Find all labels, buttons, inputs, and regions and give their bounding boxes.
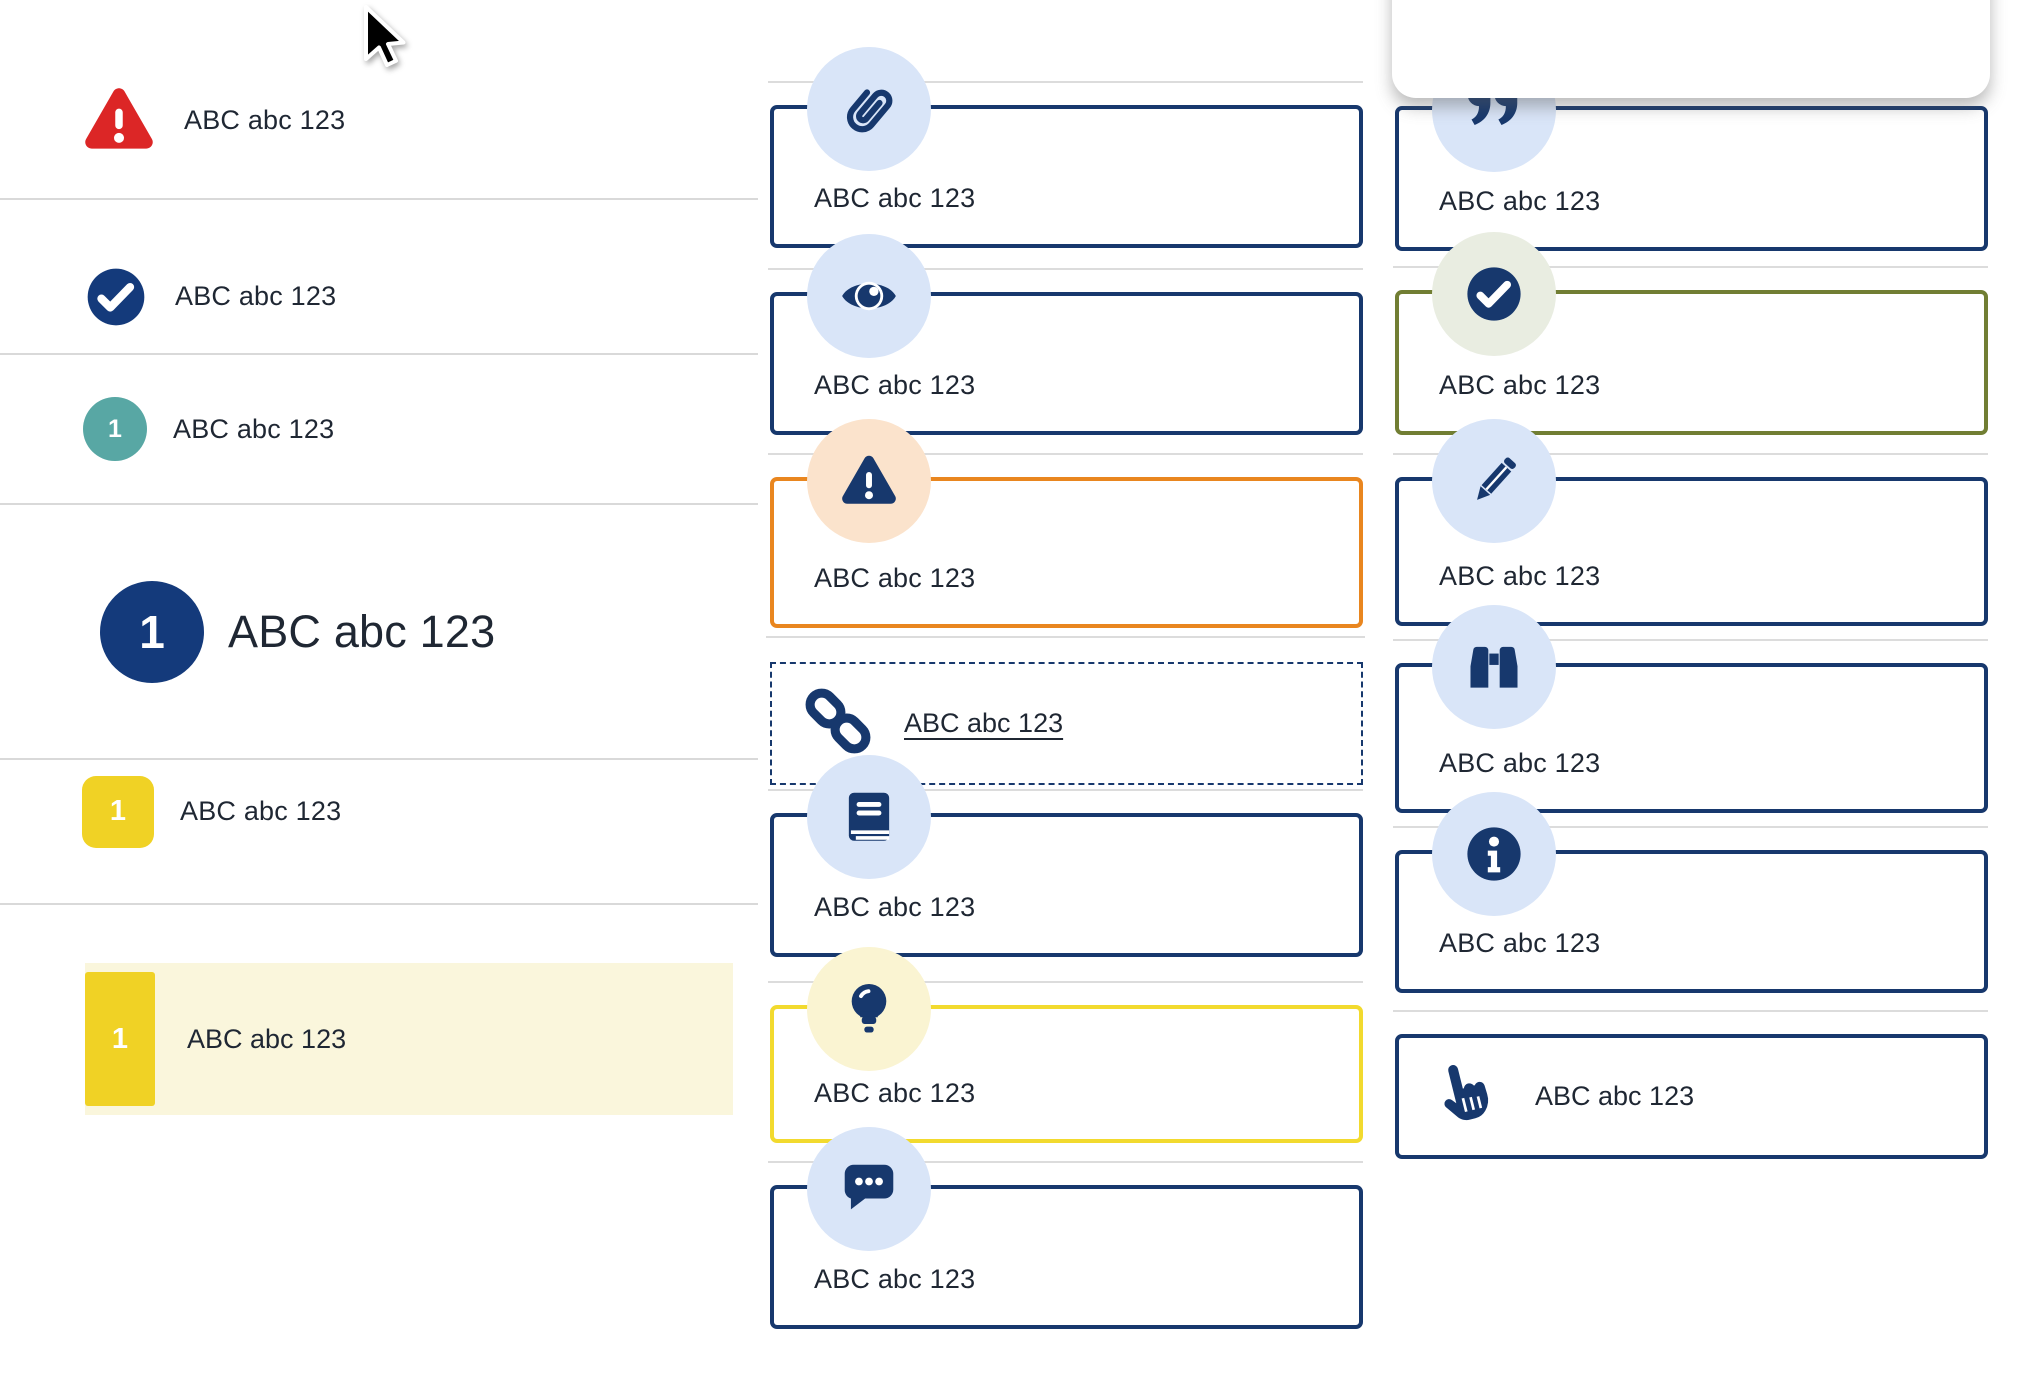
check-circle-icon bbox=[1432, 232, 1556, 356]
callout-label: ABC abc 123 bbox=[814, 370, 976, 400]
callout-label: ABC abc 123 bbox=[1439, 370, 1601, 400]
hand-point-icon bbox=[1427, 1060, 1495, 1133]
list-item-label: ABC abc 123 bbox=[180, 796, 342, 826]
list-item-red-alert: ABC abc 123 bbox=[0, 0, 758, 200]
teal-circle-badge: 1 bbox=[83, 397, 147, 461]
pencil-icon bbox=[1432, 419, 1556, 543]
chat-bubble-icon bbox=[807, 1127, 931, 1251]
book-icon bbox=[807, 755, 931, 879]
callout-label: ABC abc 123 bbox=[814, 1264, 976, 1294]
list-item-yellow-square-badge: 1 ABC abc 123 bbox=[0, 760, 758, 905]
callout-label: ABC abc 123 bbox=[1439, 748, 1601, 778]
callout-label: ABC abc 123 bbox=[814, 1078, 976, 1108]
warning-triangle-icon bbox=[807, 419, 931, 543]
callout-binoculars: ABC abc 123 bbox=[1393, 605, 1988, 813]
highlighted-row-background: 1 ABC abc 123 bbox=[85, 963, 733, 1115]
list-item-label: ABC abc 123 bbox=[187, 1023, 347, 1054]
eye-icon bbox=[807, 234, 931, 358]
callout-paperclip: ABC abc 123 bbox=[768, 47, 1363, 248]
list-item-label: ABC abc 123 bbox=[175, 281, 337, 311]
navy-circle-badge-large: 1 bbox=[100, 580, 204, 683]
callout-book: ABC abc 123 bbox=[768, 755, 1363, 957]
callout-label: ABC abc 123 bbox=[1535, 1081, 1695, 1111]
lightbulb-icon bbox=[807, 947, 931, 1071]
warning-triangle-icon bbox=[80, 81, 158, 159]
callout-label: ABC abc 123 bbox=[814, 892, 976, 922]
list-item-label: ABC abc 123 bbox=[173, 413, 335, 444]
callout-lightbulb: ABC abc 123 bbox=[768, 947, 1363, 1143]
callout-chat-bubble: ABC abc 123 bbox=[768, 1127, 1363, 1329]
list-item-navy-check: ABC abc 123 bbox=[0, 200, 758, 355]
callout-warning-triangle: ABC abc 123 bbox=[768, 419, 1363, 628]
callout-pencil: ABC abc 123 bbox=[1393, 419, 1988, 626]
paperclip-icon bbox=[807, 47, 931, 171]
link-label[interactable]: ABC abc 123 bbox=[904, 708, 1064, 738]
list-item-yellow-bar-badge-highlighted: 1 ABC abc 123 bbox=[0, 905, 758, 1292]
info-circle-icon bbox=[1432, 792, 1556, 916]
callout-label: ABC abc 123 bbox=[1439, 561, 1601, 591]
callout-check-circle: ABC abc 123 bbox=[1393, 232, 1988, 435]
callout-label: ABC abc 123 bbox=[814, 183, 976, 213]
callout-label: ABC abc 123 bbox=[1439, 186, 1601, 216]
mouse-cursor-icon bbox=[364, 5, 406, 67]
list-item-navy-circle-badge-large: 1 ABC abc 123 bbox=[0, 505, 758, 760]
callout-quote: ABC abc 123 bbox=[1395, 48, 1988, 251]
list-item-label: ABC abc 123 bbox=[184, 104, 346, 135]
callout-hand-point: ABC abc 123 bbox=[1393, 1010, 1988, 1159]
callout-link-chain[interactable]: ABC abc 123 bbox=[766, 636, 1365, 785]
binoculars-icon bbox=[1432, 605, 1556, 729]
check-circle-icon bbox=[83, 264, 149, 330]
yellow-square-badge: 1 bbox=[82, 775, 154, 848]
partial-card-edge bbox=[1392, 0, 1990, 98]
list-item-label: ABC abc 123 bbox=[228, 605, 496, 657]
yellow-bar-badge: 1 bbox=[85, 972, 155, 1106]
callout-info-circle: ABC abc 123 bbox=[1393, 792, 1988, 993]
callout-label: ABC abc 123 bbox=[814, 563, 976, 593]
callout-eye: ABC abc 123 bbox=[768, 234, 1363, 435]
list-item-teal-circle-badge: 1 ABC abc 123 bbox=[0, 355, 758, 505]
callout-label: ABC abc 123 bbox=[1439, 928, 1601, 958]
